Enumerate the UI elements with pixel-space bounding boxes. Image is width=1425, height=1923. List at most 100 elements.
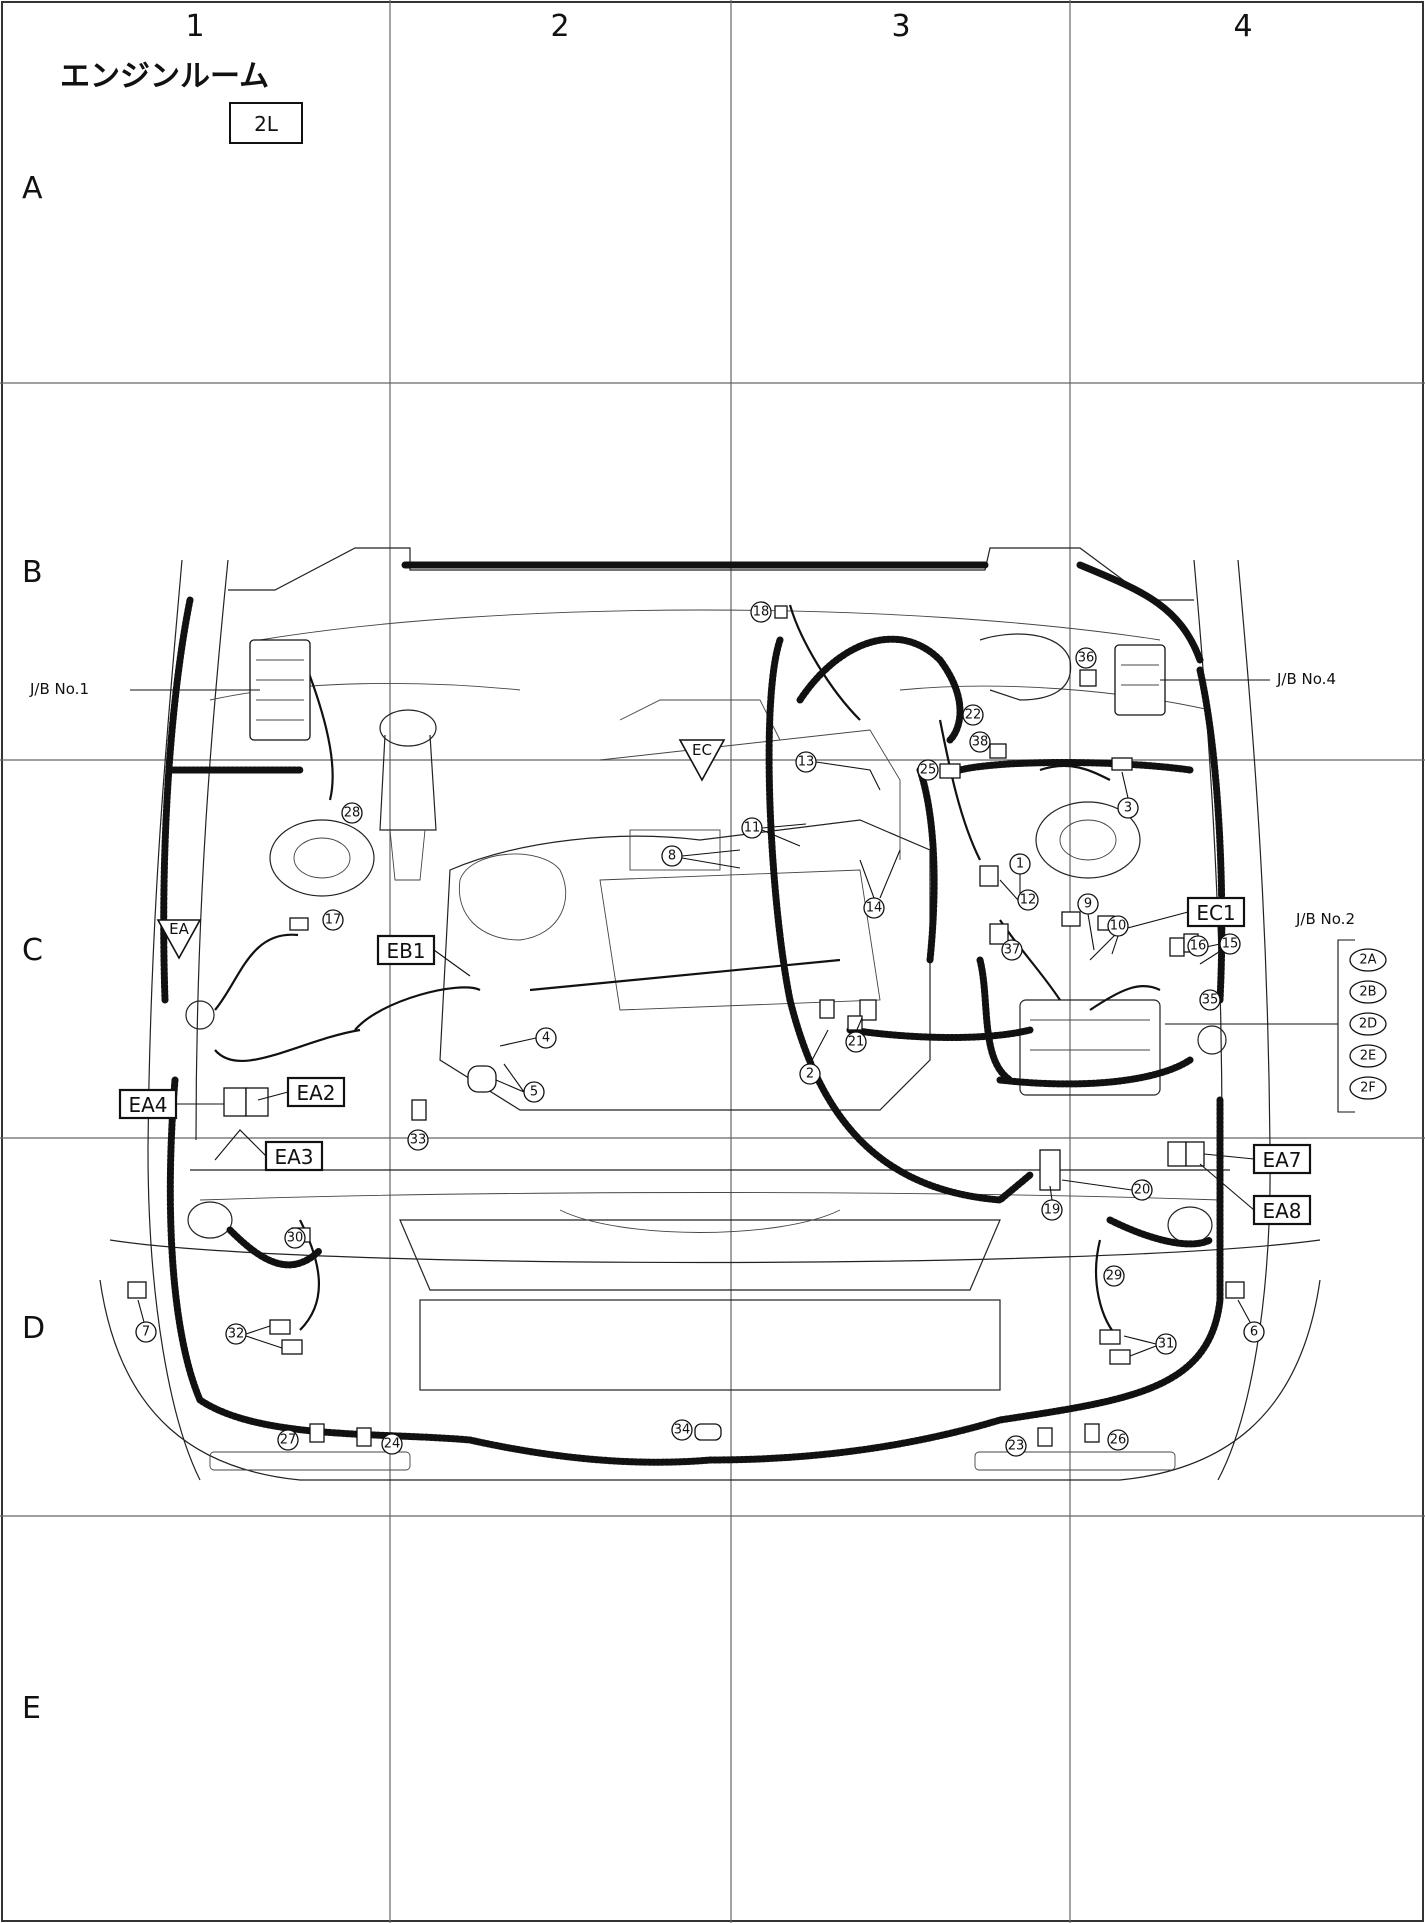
callout-28: 28 [341,802,363,824]
callout-29: 29 [1103,1265,1125,1287]
row-label: A [22,171,43,206]
svg-text:EA3: EA3 [274,1145,313,1169]
callout-21: 21 [845,1017,867,1053]
column-label: 1 [185,9,204,44]
jb2-label: J/B No.2 [1295,910,1355,928]
callout-23: 23 [1005,1435,1027,1457]
svg-text:2D: 2D [1359,1017,1377,1032]
svg-text:6: 6 [1250,1325,1258,1340]
column-label: 2 [550,9,569,44]
callout-30: 30 [284,1227,306,1249]
column-labels: 1 2 3 4 [185,9,1252,44]
svg-text:8: 8 [668,849,676,864]
svg-text:29: 29 [1106,1269,1123,1284]
callout-36: 36 [1075,647,1097,669]
callout-34: 34 [671,1419,693,1441]
svg-text:36: 36 [1078,651,1095,666]
label-ea7: EA7 [1252,1143,1312,1175]
jb-labels: J/B No.1 J/B No.4 J/B No.2 [29,670,1355,1113]
callout-18: 18 [750,601,772,623]
svg-text:2A: 2A [1359,953,1376,968]
callout-37: 37 [1001,939,1023,961]
svg-text:22: 22 [965,708,982,723]
callout-4: 4 [499,1027,557,1049]
jb1-label: J/B No.1 [29,680,89,698]
callout-1: 1 [1009,853,1031,900]
callout-6: 6 [1237,1299,1265,1343]
callout-9: 9 [1077,893,1099,951]
svg-text:2F: 2F [1360,1081,1376,1096]
callout-3: 3 [1117,771,1139,819]
svg-text:30: 30 [287,1231,304,1246]
column-label: 4 [1233,9,1252,44]
label-ea8: EA8 [1252,1194,1312,1226]
callout-14: 14 [859,849,901,919]
svg-text:2B: 2B [1359,985,1376,1000]
engine-badge: 2L [229,102,303,144]
svg-text:EC: EC [692,741,712,759]
callout-26: 26 [1107,1429,1129,1451]
svg-text:28: 28 [344,806,361,821]
callout-25: 25 [917,759,939,781]
svg-text:27: 27 [280,1433,297,1448]
callout-2: 2 [799,1029,829,1085]
svg-text:21: 21 [848,1035,865,1050]
callout-33: 33 [407,1129,429,1151]
callout-22: 22 [962,704,984,726]
callout-17: 17 [322,909,344,931]
svg-text:31: 31 [1158,1337,1175,1352]
svg-text:2E: 2E [1360,1049,1377,1064]
ground-point-ec: EC [678,739,726,782]
vehicle-outline [99,547,1321,1481]
callout-38: 38 [969,731,991,753]
svg-text:24: 24 [384,1437,401,1452]
boxed-label-leaders [176,911,1255,1211]
column-label: 3 [891,9,910,44]
svg-text:4: 4 [542,1031,550,1046]
svg-text:13: 13 [798,755,815,770]
junction-block-4 [1114,644,1166,716]
svg-text:34: 34 [674,1423,691,1438]
svg-text:EA8: EA8 [1262,1199,1301,1223]
callout-27: 27 [277,1429,299,1451]
page-title: エンジンルーム [60,59,269,94]
callout-31: 31 [1123,1333,1177,1357]
callout-35: 35 [1199,989,1221,1011]
svg-text:32: 32 [228,1327,245,1342]
label-ea4: EA4 [118,1088,178,1120]
svg-text:5: 5 [530,1085,538,1100]
wire-harnesses [160,561,1226,1466]
svg-text:25: 25 [920,763,937,778]
svg-text:26: 26 [1110,1433,1127,1448]
svg-text:9: 9 [1084,897,1092,912]
callout-5: 5 [495,1063,545,1103]
callout-8: 8 [661,845,741,869]
svg-text:EA4: EA4 [128,1093,167,1117]
connectors [127,605,1245,1447]
row-label: E [22,1691,41,1726]
callout-24: 24 [381,1433,403,1455]
svg-text:10: 10 [1110,919,1127,934]
callout-12: 12 [999,879,1039,911]
svg-text:EC1: EC1 [1196,901,1235,925]
callout-19: 19 [1041,1185,1063,1221]
row-label: B [22,555,43,590]
callout-32: 32 [225,1323,283,1349]
svg-text:7: 7 [142,1325,150,1340]
callout-11: 11 [741,817,807,847]
svg-text:EA2: EA2 [296,1081,335,1105]
callout-7: 7 [135,1299,157,1343]
callout-16: 16 [1187,935,1209,957]
callout-13: 13 [795,751,881,791]
svg-text:2: 2 [806,1067,814,1082]
svg-text:1: 1 [1016,857,1024,872]
jb2-connector-list: 2A 2B 2D 2E 2F [1349,948,1387,1100]
svg-text:11: 11 [744,821,761,836]
svg-text:37: 37 [1004,943,1021,958]
junction-block-1 [249,639,311,741]
svg-text:15: 15 [1222,937,1239,952]
row-label: C [22,933,43,968]
svg-text:23: 23 [1008,1439,1025,1454]
